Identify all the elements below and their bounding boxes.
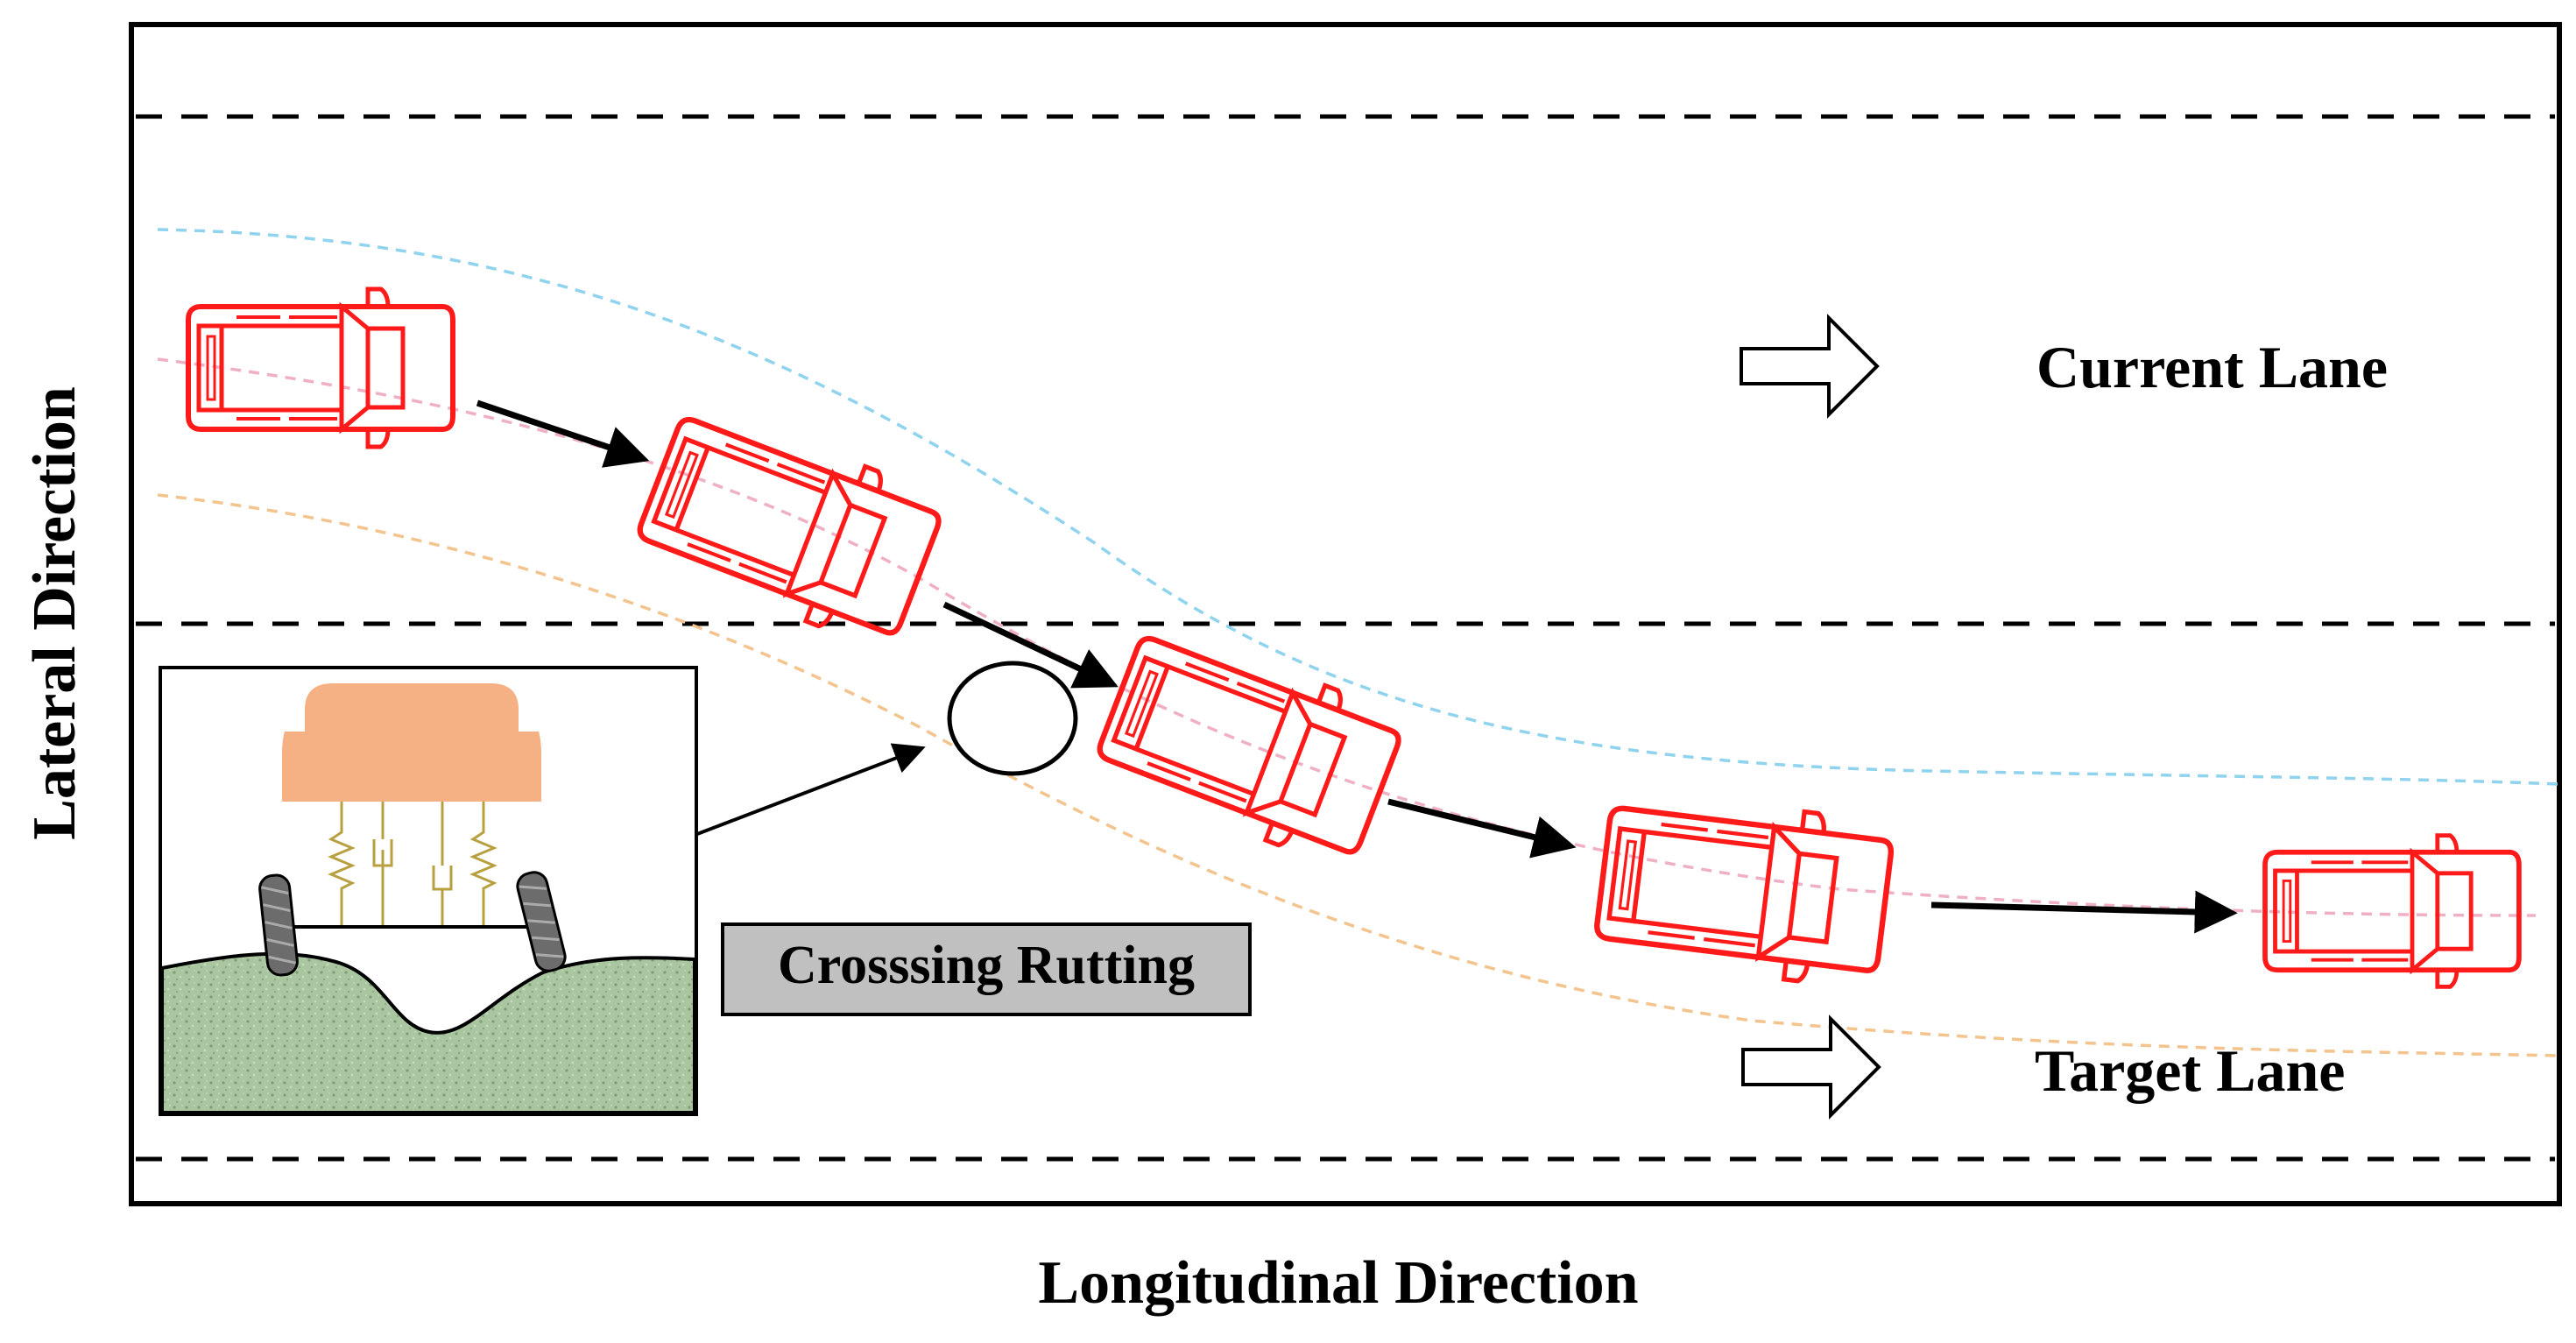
longitudinal-axis-label: Longitudinal Direction	[1038, 1249, 1638, 1317]
lateral-axis-label: Lateral Direction	[21, 386, 88, 840]
rutting-label: Crosssing Rutting	[778, 936, 1195, 995]
rutting-label-box	[721, 922, 1252, 1016]
suspension-inset	[159, 666, 698, 1116]
road-frame	[129, 22, 2562, 1206]
left-tire-icon	[258, 873, 299, 977]
vehicle-2	[630, 399, 949, 653]
rut-ellipse-icon	[947, 661, 1078, 776]
right-tire-icon	[516, 871, 567, 972]
current-lane-arrow-icon	[1740, 316, 1879, 416]
motion-arrow-1	[476, 399, 650, 468]
upper-boundary-path	[157, 228, 2558, 786]
current-lane-label: Current Lane	[2036, 334, 2388, 400]
vehicle-5	[2265, 836, 2519, 987]
vehicle-1	[188, 289, 453, 447]
suspension-icon	[328, 802, 498, 929]
vehicle-body-block	[282, 683, 541, 802]
target-lane-arrow-icon	[1741, 1017, 1881, 1117]
motion-arrow-3	[1387, 798, 1577, 859]
motion-arrow-2	[942, 601, 1119, 689]
motion-arrow-4	[1930, 890, 2238, 934]
target-lane-label: Target Lane	[2035, 1037, 2345, 1104]
